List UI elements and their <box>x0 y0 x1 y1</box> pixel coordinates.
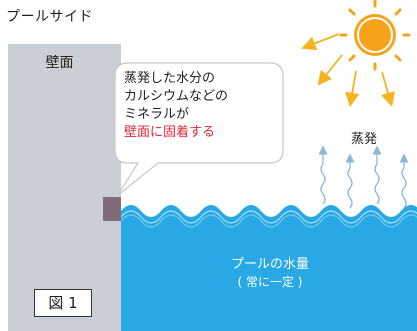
callout-line-1: 蒸発した水分の <box>124 71 216 86</box>
callout-text: 蒸発した水分の カルシウムなどの ミネラルが 壁面に固着する <box>124 70 284 142</box>
wall-label: 壁面 <box>45 55 74 71</box>
water-surface <box>121 205 417 331</box>
pool-side-title: プールサイド <box>6 9 93 25</box>
water-surface-shimmer <box>121 210 417 224</box>
water-volume-label: プールの水量 <box>230 257 309 272</box>
wall <box>8 44 121 331</box>
figure-label: 図 1 <box>34 289 92 317</box>
evaporation-label: 蒸発 <box>351 132 378 147</box>
callout-line-3: ミネラルが <box>124 107 190 122</box>
mineral-deposit <box>103 197 121 221</box>
callout-line-2: カルシウムなどの <box>124 89 229 104</box>
callout-line-4-highlight: 壁面に固着する <box>124 125 216 140</box>
pool-water <box>121 205 417 331</box>
water-volume-sub: ( 常に一定 ) <box>237 275 303 289</box>
